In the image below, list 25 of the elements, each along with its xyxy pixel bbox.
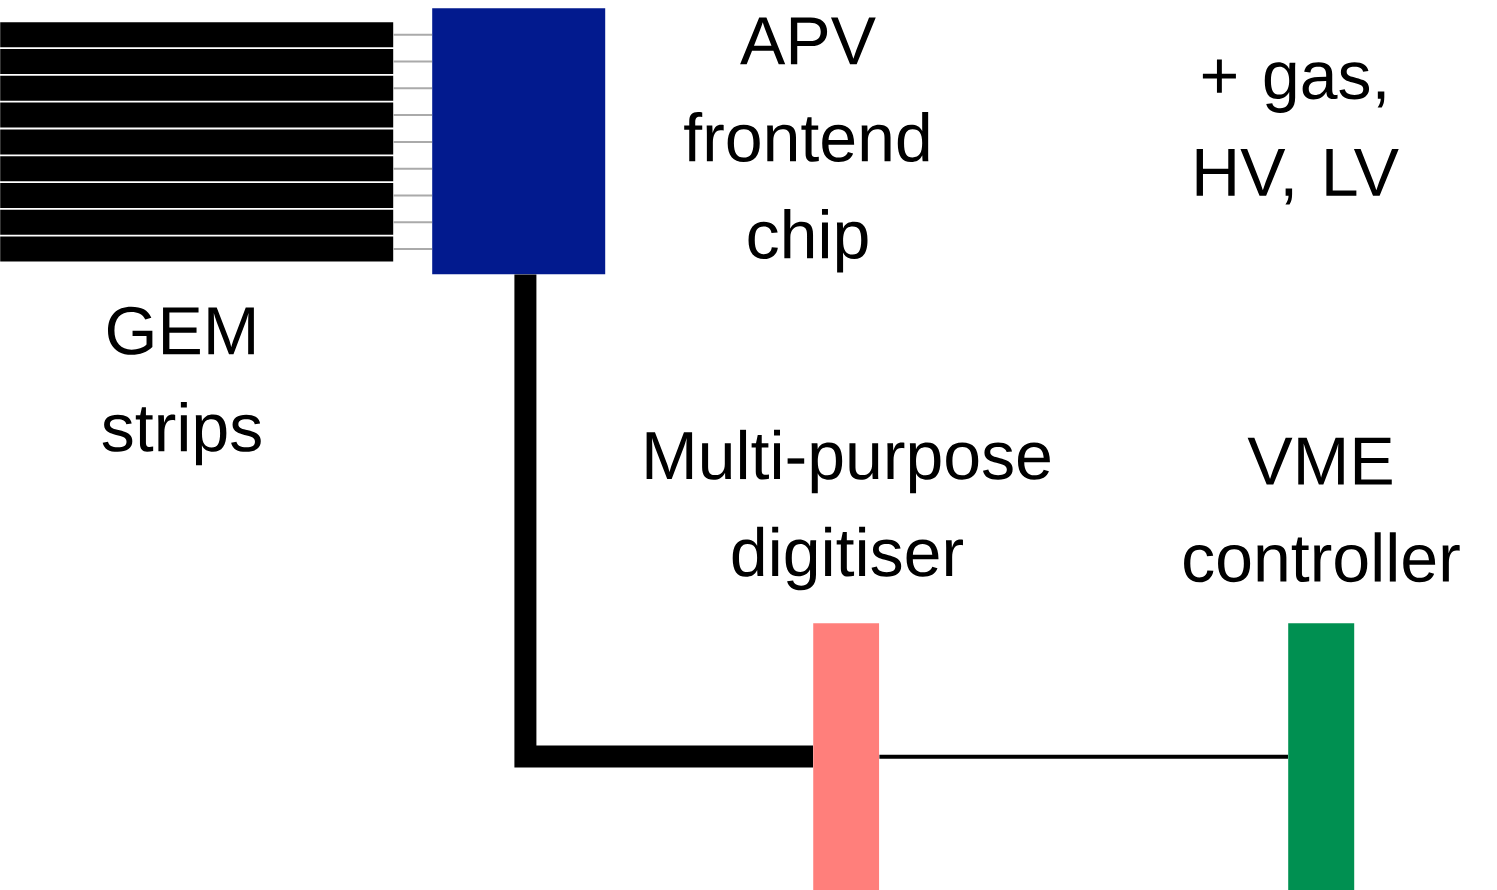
node-label: Multi-purpose digitiser <box>646 429 1050 591</box>
strip-bar <box>0 236 394 262</box>
connector-line <box>392 60 433 63</box>
strip-bar <box>0 129 394 155</box>
connector-line <box>392 221 433 224</box>
connector-line <box>392 140 433 143</box>
connector-line <box>392 194 433 197</box>
strip-bar <box>0 75 394 101</box>
strip-bar <box>0 49 394 74</box>
connector-line <box>392 167 433 170</box>
node-label: VME controller <box>1184 437 1460 583</box>
connector-line <box>514 274 813 768</box>
strip-bar <box>0 22 394 48</box>
text-label: + gas, HV, LV <box>1196 59 1399 205</box>
connector-line <box>392 87 433 90</box>
connector-line <box>392 248 433 251</box>
strip-bar <box>0 209 394 235</box>
node-label: APV frontend chip <box>684 17 929 273</box>
text-label: GEM strips <box>102 306 261 466</box>
connector-line <box>879 754 1288 759</box>
strip-bar <box>0 102 394 128</box>
connector-line <box>392 114 433 117</box>
strip-bar <box>0 156 394 182</box>
connector-line <box>392 33 433 36</box>
strip-bar <box>0 183 394 208</box>
